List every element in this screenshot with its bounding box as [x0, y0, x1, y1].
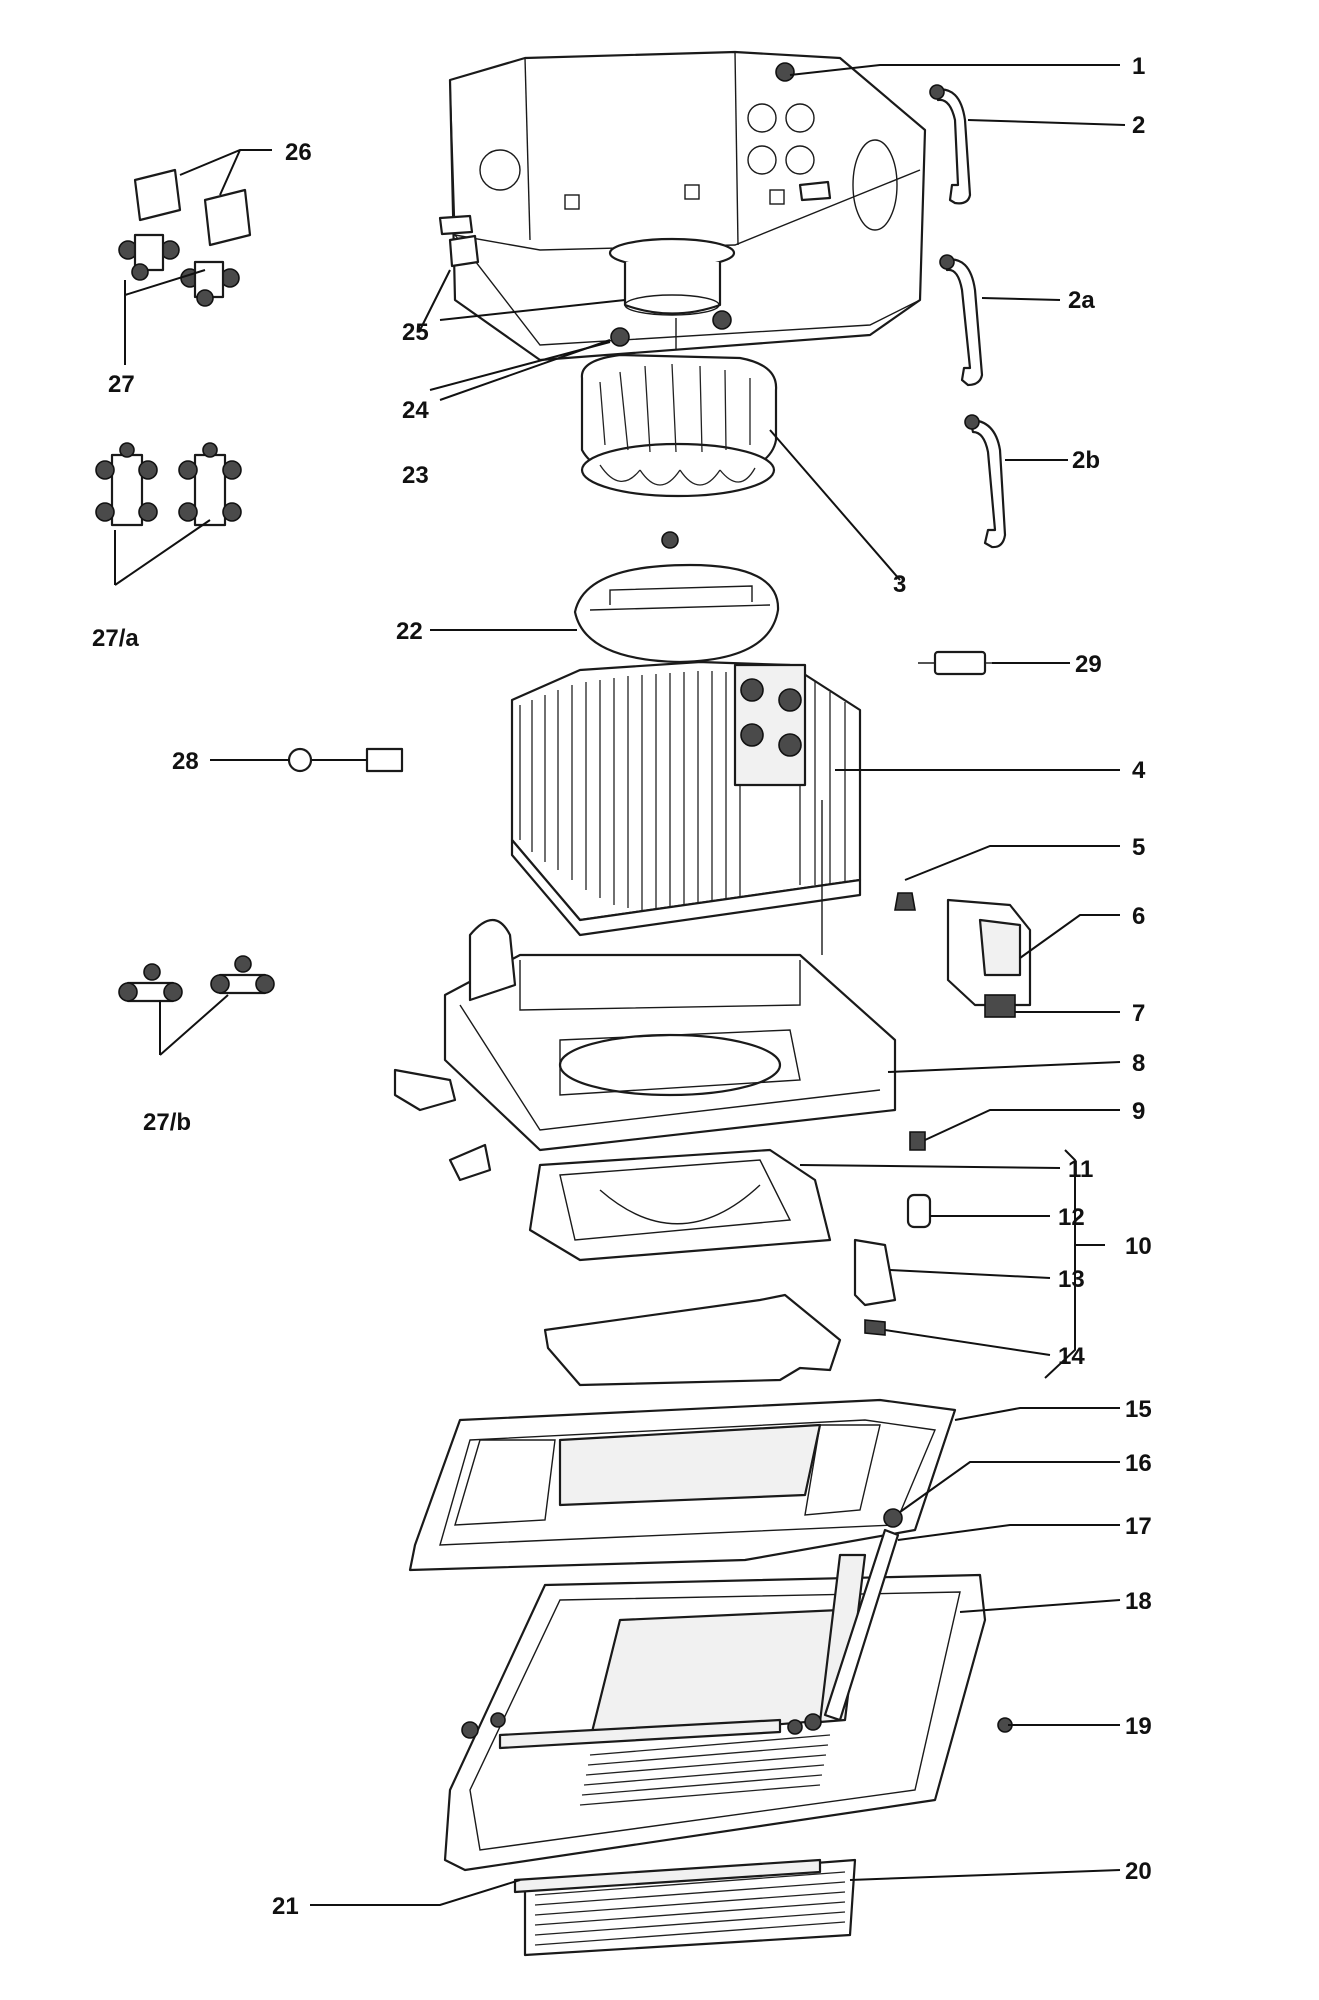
pipe-fitting	[964, 414, 980, 430]
part-17-louver	[823, 1528, 900, 1722]
callout-25: 25	[402, 319, 429, 346]
callout-27: 27	[108, 371, 135, 398]
callout-26: 26	[285, 139, 312, 166]
pipe-2	[933, 88, 972, 205]
callout-6: 6	[1132, 903, 1145, 930]
fan-motor	[608, 237, 736, 350]
callout-1: 1	[1132, 53, 1145, 80]
mounting-bracket	[448, 234, 480, 268]
callout-23: 23	[402, 462, 429, 489]
actuator-valves-26-27	[118, 168, 252, 307]
air-filter	[513, 1858, 857, 1957]
clip-lower	[448, 1143, 492, 1182]
drain-pump	[946, 898, 1032, 1018]
callout-8: 8	[1132, 1050, 1145, 1077]
callout-21: 21	[272, 1893, 299, 1920]
fan-nut	[661, 531, 679, 549]
pipe-fitting	[929, 84, 945, 100]
motor-mounts	[610, 310, 732, 347]
part-13-board	[853, 1238, 897, 1307]
sensor-29	[918, 650, 992, 676]
cabinet-housing	[438, 50, 927, 362]
callout-20: 20	[1125, 1858, 1152, 1885]
front-panel-frame	[408, 1398, 957, 1572]
pipe-fitting	[939, 254, 955, 270]
pipe-2a	[943, 258, 984, 387]
callout-28: 28	[172, 748, 199, 775]
callout-3: 3	[893, 571, 906, 598]
callout-17: 17	[1125, 1513, 1152, 1540]
callout-16: 16	[1125, 1450, 1152, 1477]
callout-22: 22	[396, 618, 423, 645]
callout-29: 29	[1075, 651, 1102, 678]
control-box	[528, 1148, 832, 1262]
drain-pan-base	[443, 918, 897, 1152]
callout-9: 9	[1132, 1098, 1145, 1125]
grille-panel	[443, 1553, 987, 1872]
callout-27b: 27/b	[143, 1109, 191, 1136]
part-16-screw	[883, 1508, 903, 1528]
part-14-clip	[864, 1319, 886, 1336]
callout-18: 18	[1125, 1588, 1152, 1615]
callout-2: 2	[1132, 112, 1145, 139]
inlet-ring	[573, 563, 780, 664]
callout-7: 7	[1132, 1000, 1145, 1027]
callout-12: 12	[1058, 1204, 1085, 1231]
callout-4: 4	[1132, 757, 1146, 784]
pipe-2b	[968, 418, 1007, 549]
callout-27a: 27/a	[92, 625, 139, 652]
callout-2b: 2b	[1072, 447, 1100, 474]
tee-fittings-27b	[118, 955, 275, 1003]
valves-27a	[95, 442, 242, 527]
callout-24: 24	[402, 397, 429, 424]
part-9-plug	[909, 1131, 926, 1151]
heat-exchanger-coil	[510, 660, 862, 955]
part-5-valve	[894, 892, 916, 911]
callout-15: 15	[1125, 1396, 1152, 1423]
leader-lines	[114, 64, 1126, 1906]
clip-left	[393, 1068, 457, 1112]
callout-14: 14	[1058, 1343, 1085, 1370]
fan-wheel	[580, 353, 778, 498]
part-12-capacitor	[906, 1193, 932, 1229]
callout-11: 11	[1068, 1156, 1093, 1183]
callout-19: 19	[1125, 1713, 1152, 1740]
sensor-28	[287, 747, 404, 773]
callout-2a: 2a	[1068, 287, 1095, 314]
callout-13: 13	[1058, 1266, 1085, 1293]
callout-5: 5	[1132, 834, 1145, 861]
callout-labels: 1 2 2a 2b 3 4 5 6 7 8 9 10 11 12 13 14 1…	[92, 53, 1152, 1920]
air-deflector	[543, 1293, 842, 1387]
callout-10: 10	[1125, 1233, 1152, 1260]
